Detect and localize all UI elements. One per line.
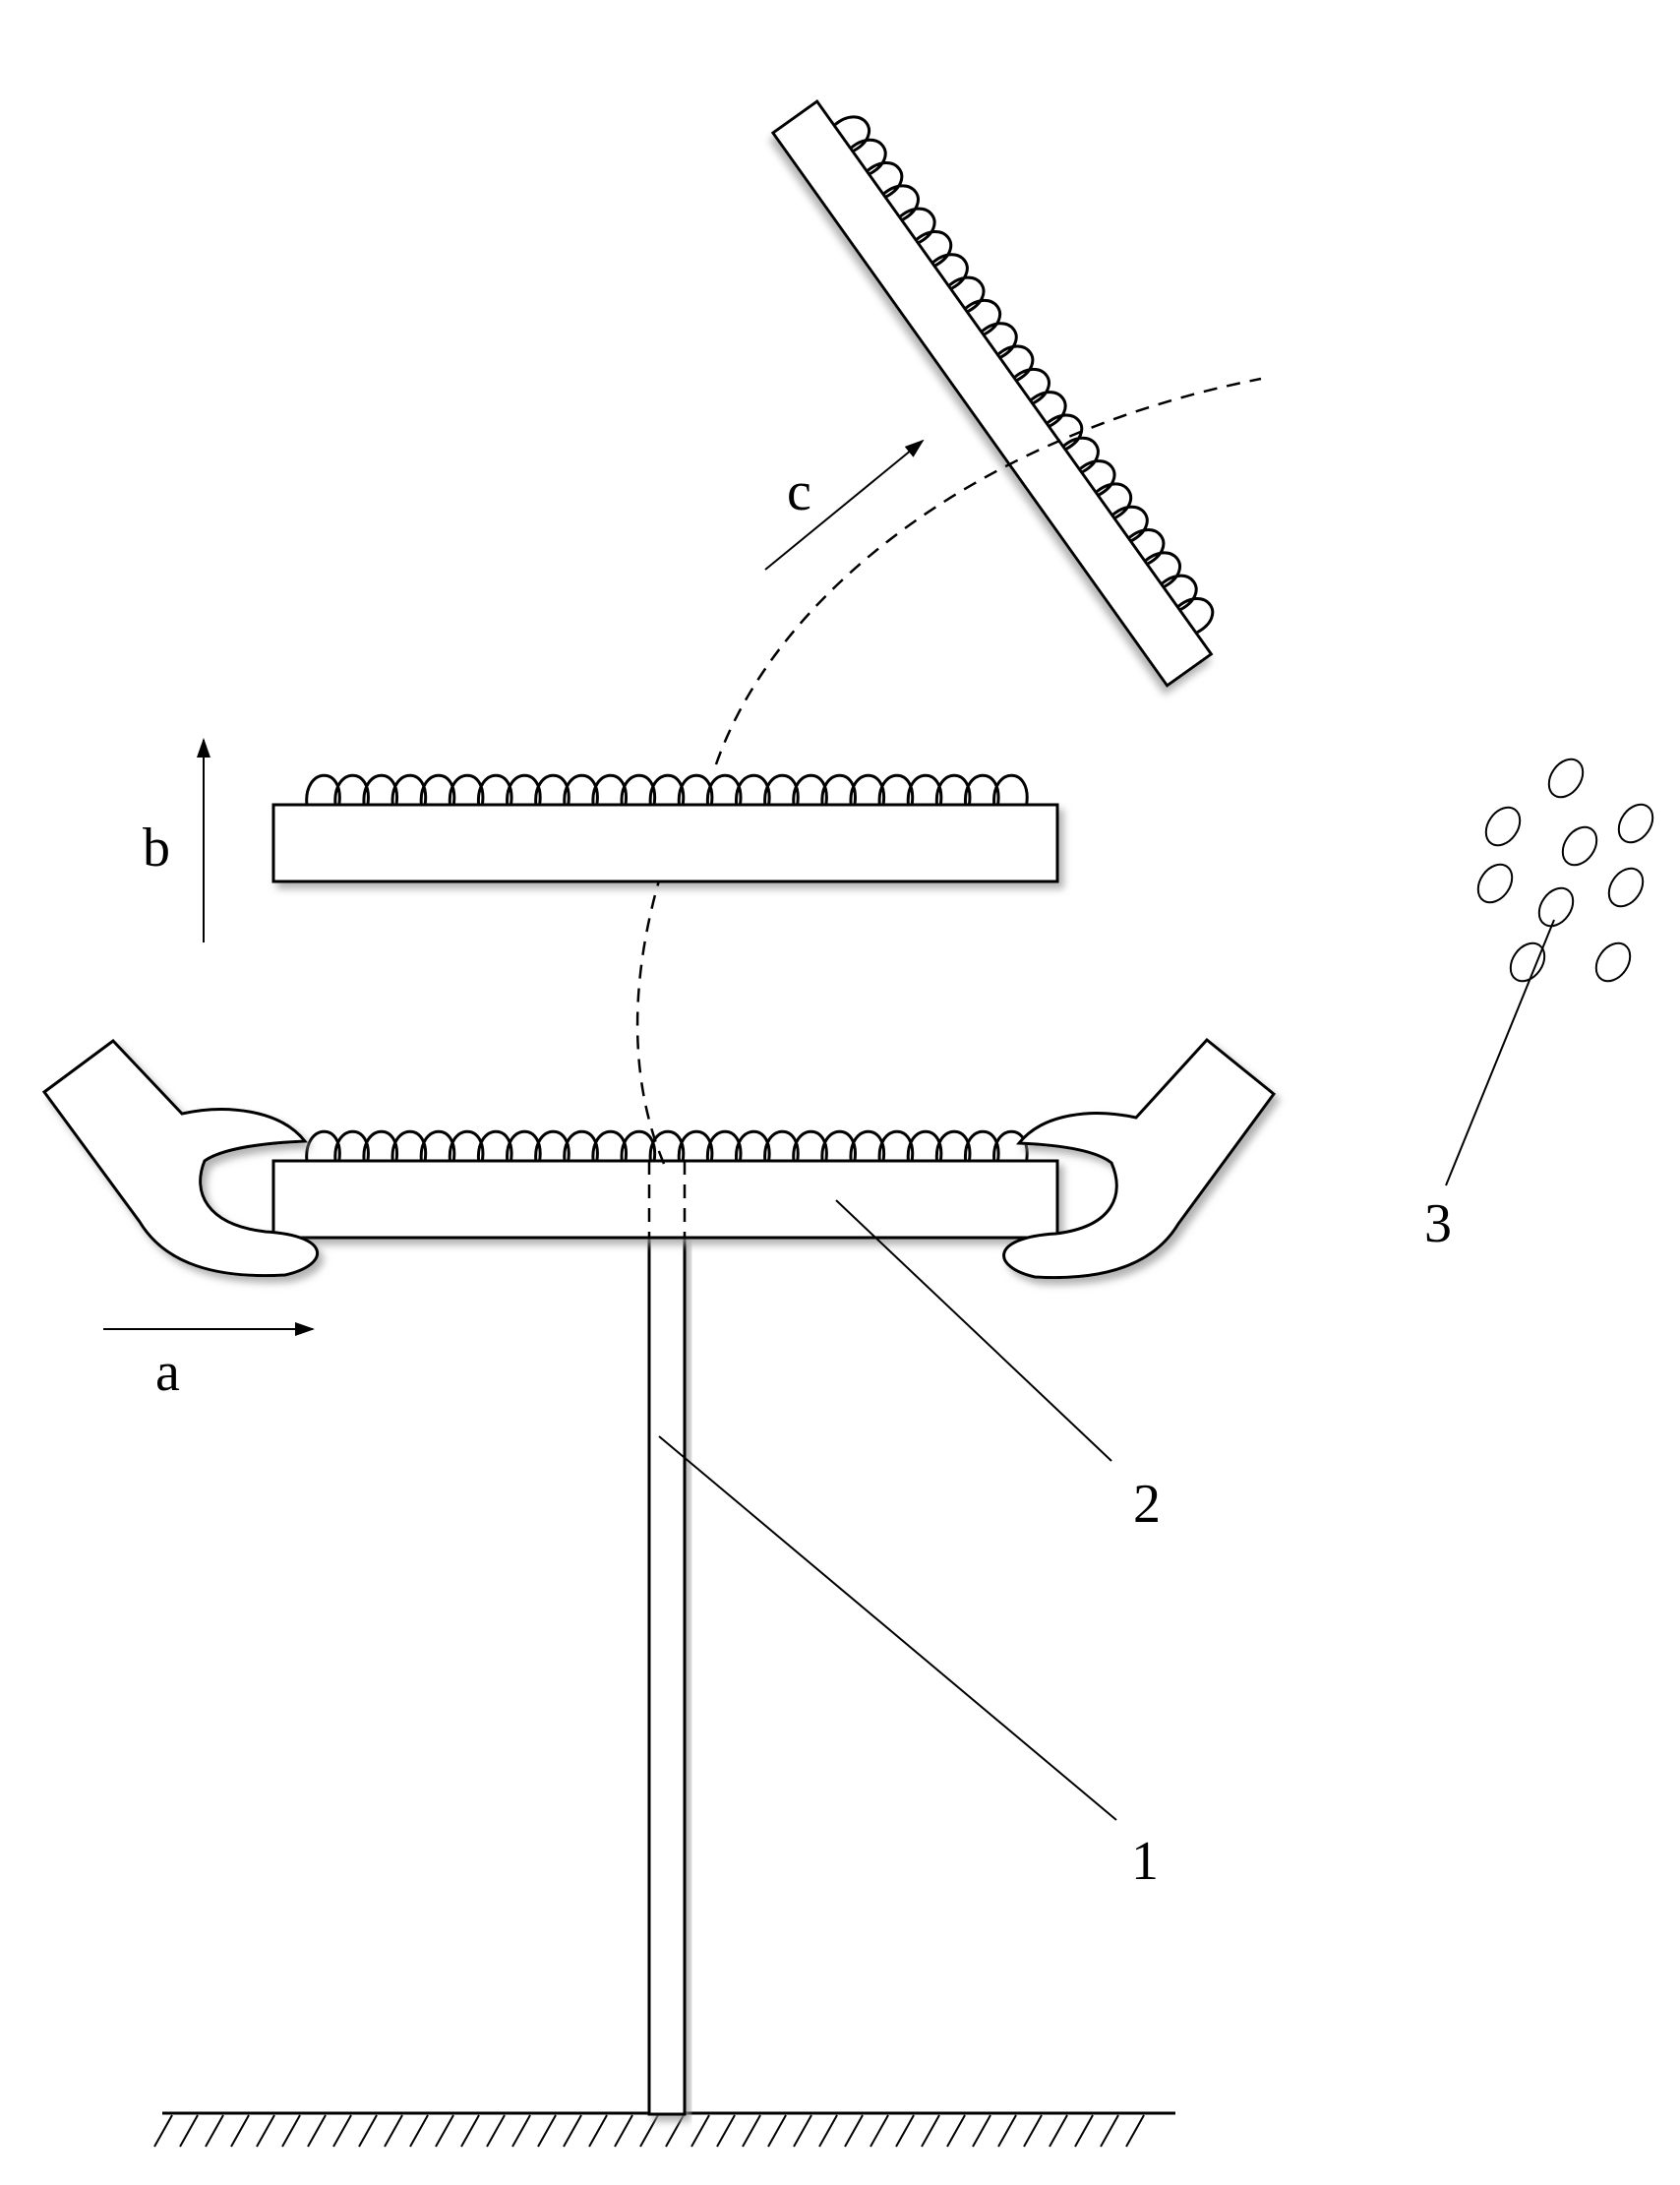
hatch-mark	[895, 2114, 915, 2148]
rotation-path-lower	[635, 880, 666, 1165]
lower-plate	[271, 1159, 1059, 1240]
hatch-mark	[665, 2114, 685, 2148]
hatch-mark	[435, 2114, 454, 2148]
particle	[1617, 803, 1654, 844]
support-column	[647, 1235, 687, 2116]
hatch-mark	[332, 2114, 352, 2148]
arrow-c	[764, 439, 925, 571]
hatch-mark	[614, 2114, 633, 2148]
hatch-mark	[716, 2114, 736, 2148]
hatch-mark	[205, 2114, 224, 2148]
particle	[1537, 886, 1575, 928]
hatch-mark	[818, 2114, 838, 2148]
label-part-2: 2	[1133, 1474, 1161, 1535]
particle	[1561, 825, 1598, 867]
hatch-mark	[486, 2114, 506, 2148]
particle	[1476, 863, 1514, 904]
hatch-mark	[511, 2114, 531, 2148]
hatch-mark	[921, 2114, 940, 2148]
right-gripper	[1002, 1037, 1277, 1280]
label-part-3: 3	[1424, 1193, 1452, 1254]
hatch-mark	[1100, 2114, 1119, 2148]
hatch-mark	[179, 2114, 199, 2148]
ground	[153, 2111, 1175, 2148]
particle	[1547, 758, 1585, 799]
rotation-path-upper	[714, 377, 1262, 765]
hatch-mark	[946, 2114, 966, 2148]
hatch-mark	[997, 2114, 1017, 2148]
hatch-mark	[1074, 2114, 1094, 2148]
hatch-mark	[1023, 2114, 1043, 2148]
middle-plate-teeth	[305, 773, 1029, 808]
hatch-mark	[588, 2114, 608, 2148]
leader-line-2	[835, 1199, 1112, 1462]
hatch-mark	[384, 2114, 403, 2148]
tilted-plate	[770, 99, 1214, 688]
hatch-mark	[742, 2114, 761, 2148]
particle-cluster	[1476, 758, 1654, 983]
hatch-mark	[256, 2114, 275, 2148]
particle	[1594, 941, 1632, 983]
label-c: c	[787, 461, 811, 522]
hatch-mark	[972, 2114, 991, 2148]
hatch-mark	[409, 2114, 429, 2148]
particle	[1509, 941, 1546, 983]
hatch-mark	[358, 2114, 378, 2148]
lower-plate-teeth	[305, 1129, 1029, 1164]
right-gripper-arm	[1002, 1037, 1277, 1280]
hatch-mark	[1049, 2114, 1068, 2148]
particle	[1484, 806, 1522, 847]
ground-hatching	[153, 2114, 1145, 2148]
left-gripper-arm	[41, 1039, 320, 1278]
hatch-mark	[844, 2114, 864, 2148]
hatch-mark	[793, 2114, 812, 2148]
hatch-mark	[1125, 2114, 1145, 2148]
middle-plate	[271, 803, 1059, 883]
hatch-mark	[281, 2114, 301, 2148]
leader-line-3	[1445, 919, 1555, 1186]
label-part-1: 1	[1131, 1831, 1159, 1892]
particle	[1607, 867, 1645, 908]
hatch-mark	[563, 2114, 582, 2148]
hatch-mark	[153, 2114, 173, 2148]
tilted-plate-assembly	[770, 99, 1215, 688]
label-b: b	[143, 818, 170, 879]
hatch-mark	[537, 2114, 557, 2148]
hatch-mark	[460, 2114, 480, 2148]
hatch-mark	[639, 2114, 659, 2148]
lower-plate-assembly	[271, 1129, 1059, 1240]
middle-plate-assembly	[271, 773, 1059, 883]
hatch-mark	[307, 2114, 327, 2148]
hatch-mark	[767, 2114, 787, 2148]
hatch-mark	[690, 2114, 710, 2148]
leader-line-1	[658, 1435, 1117, 1821]
label-a: a	[155, 1342, 180, 1403]
hatch-mark	[230, 2114, 250, 2148]
left-gripper	[41, 1039, 320, 1278]
hatch-mark	[870, 2114, 889, 2148]
tilted-plate-teeth	[832, 115, 1215, 636]
